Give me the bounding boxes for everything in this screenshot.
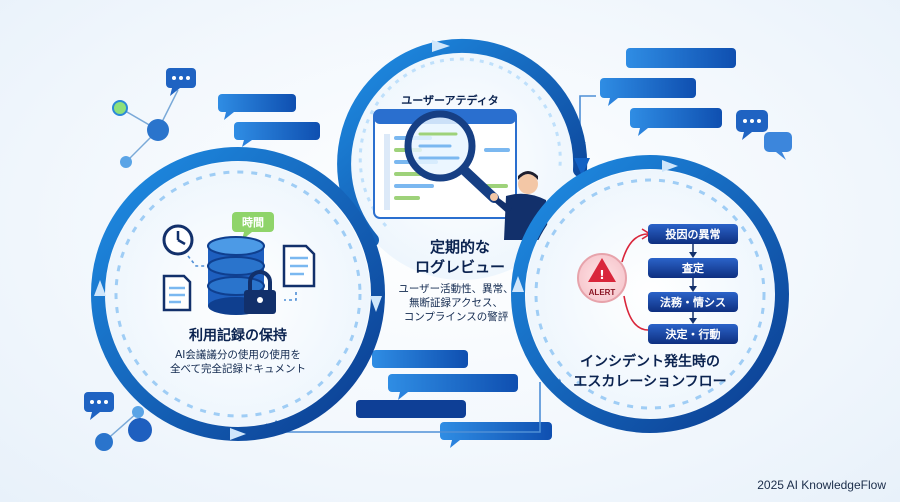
- editor-label: ユーザーアテディタ: [401, 93, 499, 107]
- svg-text:!: !: [599, 268, 604, 282]
- arrow-icon: [94, 280, 106, 296]
- arrow-icon: [574, 158, 590, 176]
- center-cycle: ユーザーアテディタ 定期的な ログレビュー ユーザー活動性、異常、 無断証録アク…: [337, 38, 590, 323]
- document-icon: [162, 274, 192, 312]
- network-bottom-left: [84, 392, 152, 451]
- alert-label: ALERT: [589, 288, 616, 297]
- arrow-icon: [230, 428, 246, 440]
- step-4-label: 決定・行動: [666, 327, 721, 341]
- right-title-line1: インシデント発生時の: [580, 353, 720, 370]
- message-bars: [218, 48, 736, 448]
- center-desc-line1: ユーザー活動性、異常、: [398, 282, 513, 295]
- lock-icon: [244, 270, 276, 314]
- time-badge: 時間: [232, 212, 274, 240]
- network-top-right: [736, 110, 792, 160]
- step-3-label: 法務・情シス: [660, 295, 726, 309]
- time-badge-label: 時間: [242, 215, 264, 229]
- chat-bubble-icon: [764, 132, 792, 160]
- step-2: 査定: [648, 258, 738, 278]
- arrow-icon: [370, 296, 382, 312]
- step-3: 法務・情シス: [648, 292, 738, 312]
- arrow-icon: [662, 160, 678, 172]
- chat-bubble-icon: [736, 110, 768, 140]
- chat-bubble-icon: [166, 68, 196, 96]
- center-title-line1: 定期的な: [430, 238, 490, 256]
- right-title-line2: エスカレーションフロー: [573, 374, 726, 390]
- escalation-steps: 投因の異常 査定 法務・情シス 決定・行動: [648, 224, 738, 344]
- network-top-left: [112, 68, 196, 168]
- footer-credit: 2025 AI KnowledgeFlow: [757, 478, 886, 492]
- center-desc-line2: 無断証録アクセス、: [409, 296, 503, 309]
- left-desc-line1: AI会議議分の使用の使用を: [175, 348, 301, 361]
- step-2-label: 査定: [682, 261, 704, 275]
- right-cycle: ! ALERT 投因の異常 査定 法務・情シス: [511, 155, 789, 433]
- chat-bubble-icon: [84, 392, 114, 420]
- step-1: 投因の異常: [648, 224, 738, 244]
- alert-badge: ! ALERT: [577, 253, 627, 303]
- arrow-icon: [512, 276, 524, 292]
- arrow-icon: [432, 40, 450, 52]
- clock-icon: [162, 224, 194, 256]
- left-desc-line2: 全べて完全記録ドキュメント: [170, 362, 306, 375]
- center-desc-line3: コンプラインスの警評: [404, 310, 509, 323]
- warning-icon: [588, 258, 616, 282]
- green-node-icon: [112, 100, 128, 116]
- step-4: 決定・行動: [648, 324, 738, 344]
- center-title-line2: ログレビュー: [415, 258, 505, 276]
- step-1-label: 投因の異常: [666, 227, 721, 241]
- document-icon: [282, 244, 316, 288]
- magnifier-icon: [404, 110, 499, 203]
- left-title: 利用記録の保持: [189, 327, 287, 344]
- left-cycle: 時間 利用記録の保持 AI会議議分の使用の使用を 全べて完全記録ドキュ: [91, 147, 385, 441]
- network-node-icon: [128, 418, 152, 442]
- network-node-icon: [147, 119, 169, 141]
